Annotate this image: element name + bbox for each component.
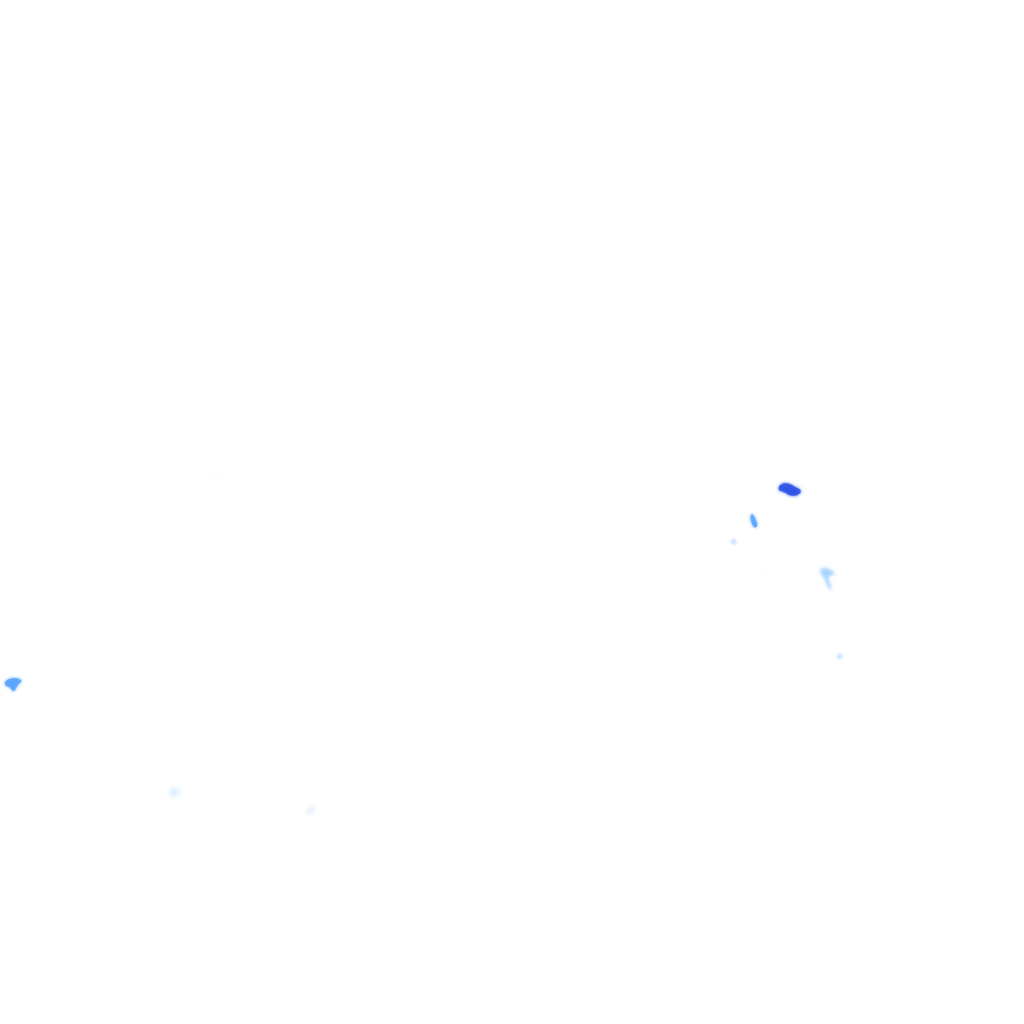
radar-echo-core [750,514,758,528]
radar-echo-light [768,579,772,582]
radar-echo-core [4,678,22,692]
radar-echo-light [168,788,180,797]
radar-echo-light [214,473,218,477]
radar-echo-group [4,473,842,815]
radar-echo-light-moderate [820,567,835,590]
radar-echo-light [306,807,315,815]
radar-echo-light-moderate [837,654,842,659]
radar-echo-light [760,573,764,576]
radar-echo-core [778,483,801,496]
radar-echo-light-moderate [731,539,736,545]
